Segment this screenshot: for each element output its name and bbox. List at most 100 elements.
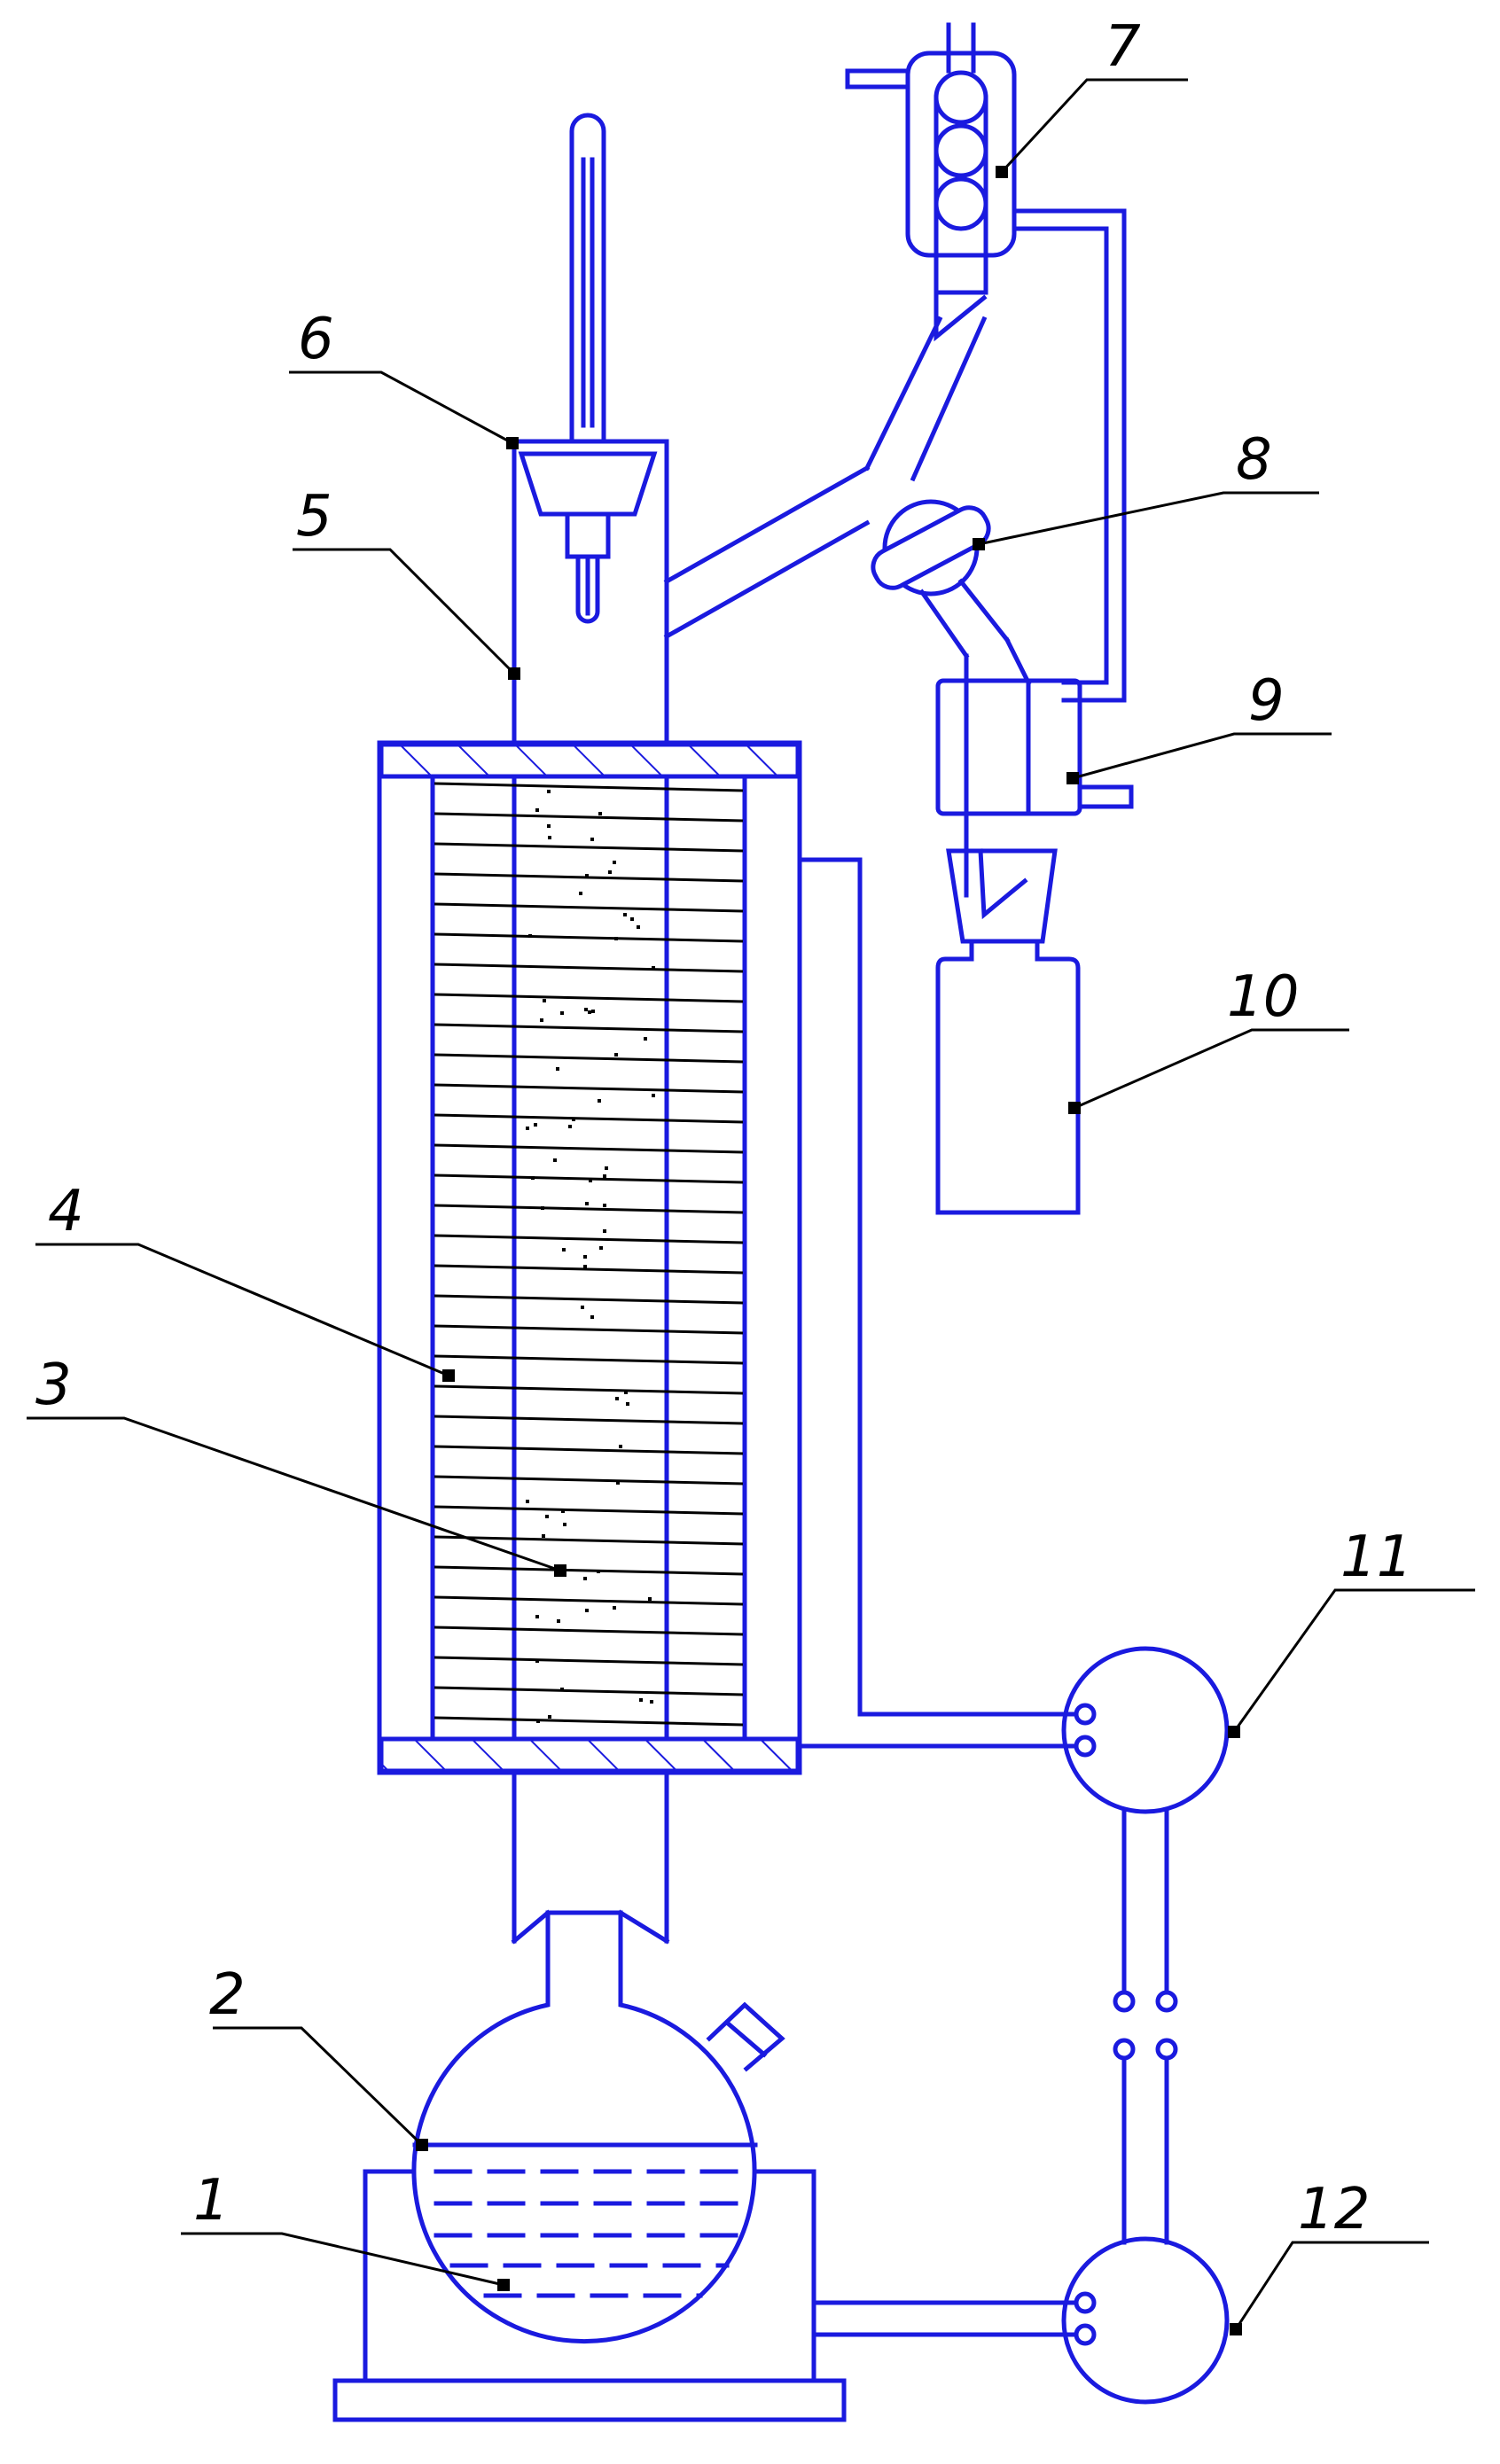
packing-particle: [639, 1698, 643, 1702]
packing-line: [434, 1595, 744, 1606]
packing-line: [434, 1143, 744, 1154]
packing-particle: [563, 1523, 566, 1526]
packing-particle: [548, 1715, 551, 1719]
packing-particle: [540, 1018, 543, 1022]
packing-line: [434, 1264, 744, 1275]
packing-particle: [547, 790, 551, 793]
packing-particle: [608, 870, 612, 874]
packing-particle: [603, 1174, 606, 1178]
callout-5: 5: [296, 484, 332, 550]
packing-particle: [572, 1118, 575, 1121]
packing-line: [434, 1324, 744, 1335]
leader-lines: [27, 78, 1475, 2330]
packing-line: [434, 1113, 744, 1124]
packing-particle: [599, 1246, 603, 1250]
column-head: [512, 439, 871, 747]
packing-particle: [603, 1229, 606, 1233]
packing-particle: [614, 937, 618, 940]
packing-particle: [583, 1265, 587, 1268]
callout-labels: 1 2 3 4 5 6 7 8 9 10 11 12: [35, 14, 1412, 2242]
callout-1: 1: [193, 2168, 230, 2234]
packing-particle: [598, 1099, 601, 1103]
lower-tube: [511, 1770, 670, 1945]
packing-particle: [535, 808, 539, 812]
packing-line: [434, 1475, 744, 1485]
packing-particle: [616, 1481, 620, 1485]
packing-particle: [590, 1315, 594, 1319]
packing-particle: [547, 824, 551, 828]
packing-particle: [623, 913, 627, 916]
packing-line: [434, 902, 744, 913]
packing-line: [434, 1565, 744, 1576]
packing-line: [434, 1204, 744, 1214]
packing-particle: [585, 1202, 589, 1205]
packing-particle: [637, 925, 640, 929]
packing-particle: [591, 1010, 595, 1013]
condenser: [845, 22, 1127, 703]
packing-line: [434, 842, 744, 853]
receiver-bottle: [935, 939, 1081, 1215]
packing-line: [434, 782, 744, 792]
packing-particle: [543, 999, 546, 1002]
packing-particle: [528, 934, 532, 938]
packing-particle: [589, 1179, 592, 1182]
packing-line: [434, 1234, 744, 1244]
packing-line: [434, 1023, 744, 1033]
packing-particle: [613, 1606, 616, 1610]
callout-9: 9: [1248, 668, 1285, 734]
callout-10: 10: [1227, 964, 1299, 1030]
packing-particle: [650, 1700, 653, 1704]
packing-line: [434, 1686, 744, 1696]
packing-particle: [568, 1125, 572, 1128]
packing-line: [434, 812, 744, 823]
packing-particle: [560, 1688, 564, 1691]
packing-particle: [581, 1306, 584, 1309]
packing-particle: [548, 836, 551, 839]
packing-line: [434, 932, 744, 943]
packing-particle: [535, 1659, 539, 1663]
packing-particle: [585, 1609, 589, 1612]
packing-particle: [583, 1577, 587, 1580]
packing-particle: [545, 1515, 549, 1518]
callout-6: 6: [298, 307, 334, 372]
packing-line: [434, 1354, 744, 1365]
packing-particle: [584, 1008, 588, 1011]
packing-line: [434, 993, 744, 1003]
packing-particle: [603, 1204, 606, 1207]
packing-particle: [531, 1176, 535, 1180]
callout-7: 7: [1105, 14, 1141, 80]
packing-particle: [597, 1570, 600, 1573]
delivery-tube: [863, 316, 988, 482]
callout-8: 8: [1236, 427, 1272, 493]
packing-particle: [560, 1011, 564, 1015]
callout-2: 2: [209, 1962, 246, 2028]
packing-line: [434, 1384, 744, 1395]
packing-particle: [585, 874, 589, 877]
callout-4: 4: [48, 1179, 84, 1244]
packing-particle: [526, 1127, 529, 1130]
packing-particle: [624, 1391, 628, 1394]
packing-particle: [652, 1094, 655, 1097]
receiver-adapter: [935, 678, 1134, 944]
packing-line: [434, 1626, 744, 1636]
packing-particle: [648, 1597, 652, 1601]
packing-particle: [557, 1619, 560, 1623]
packing-particle: [534, 1123, 537, 1127]
packing-line: [434, 1656, 744, 1666]
callout-12: 12: [1298, 2177, 1370, 2242]
controller-12: [811, 2038, 1230, 2405]
packing-particle: [562, 1248, 566, 1251]
packing-particle: [526, 1500, 529, 1503]
stopcock: [871, 499, 1032, 898]
packing-line: [434, 1053, 744, 1064]
packing-line: [434, 1445, 744, 1455]
packing-particle: [556, 1067, 559, 1071]
packing-line: [434, 1716, 744, 1727]
packing-line: [434, 1294, 744, 1305]
packing-particle: [535, 1615, 539, 1618]
packing-particle: [553, 1158, 557, 1162]
packing-particle: [614, 1053, 618, 1057]
packing-line: [434, 1535, 744, 1546]
callout-3: 3: [35, 1353, 72, 1418]
